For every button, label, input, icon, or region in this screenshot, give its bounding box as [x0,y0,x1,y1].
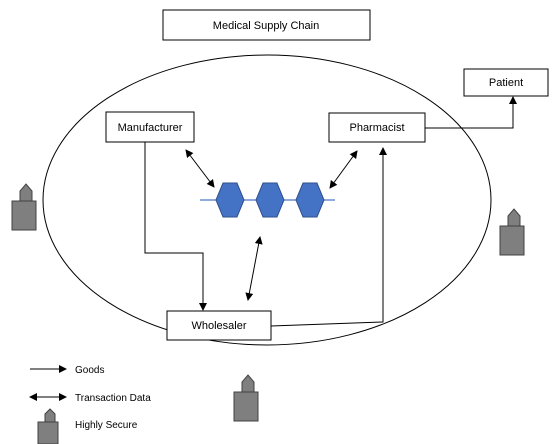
wholesaler-label: Wholesaler [191,320,246,332]
wholesaler-node: Wholesaler [166,310,272,341]
manufacturer-node: Manufacturer [105,111,195,143]
blockchain [200,182,335,218]
lock-icon [499,208,525,256]
lock-icon [233,374,259,422]
manufacturer-chain-transaction-arrow [185,149,215,188]
wholesaler-to-pharmacist-goods-arrow [270,147,387,327]
patient-label: Patient [489,77,523,89]
hexagon-block-icon [295,182,325,218]
legend-secure-label: Highly Secure [75,420,138,431]
network-boundary-ellipse [42,54,492,346]
diagram-title: Medical Supply Chain [213,20,319,32]
pharmacist-chain-transaction-arrow [329,150,358,189]
legend-transaction-label: Transaction Data [75,393,151,404]
wholesaler-chain-transaction-arrow [245,236,263,301]
pharmacist-node: Pharmacist [328,112,426,143]
manufacturer-label: Manufacturer [118,122,183,134]
lock-icon [11,183,37,231]
manufacturer-to-wholesaler-goods-arrow [144,142,207,311]
patient-node: Patient [463,68,549,97]
pharmacist-to-patient-goods-arrow [425,96,517,129]
hexagon-block-icon [255,182,285,218]
legend-goods-label: Goods [75,365,104,376]
legend: Goods Transaction Data Highly Secure [29,365,151,444]
lock-icon [37,408,59,444]
title-box: Medical Supply Chain [162,9,371,41]
pharmacist-label: Pharmacist [349,122,404,134]
hexagon-block-icon [215,182,245,218]
